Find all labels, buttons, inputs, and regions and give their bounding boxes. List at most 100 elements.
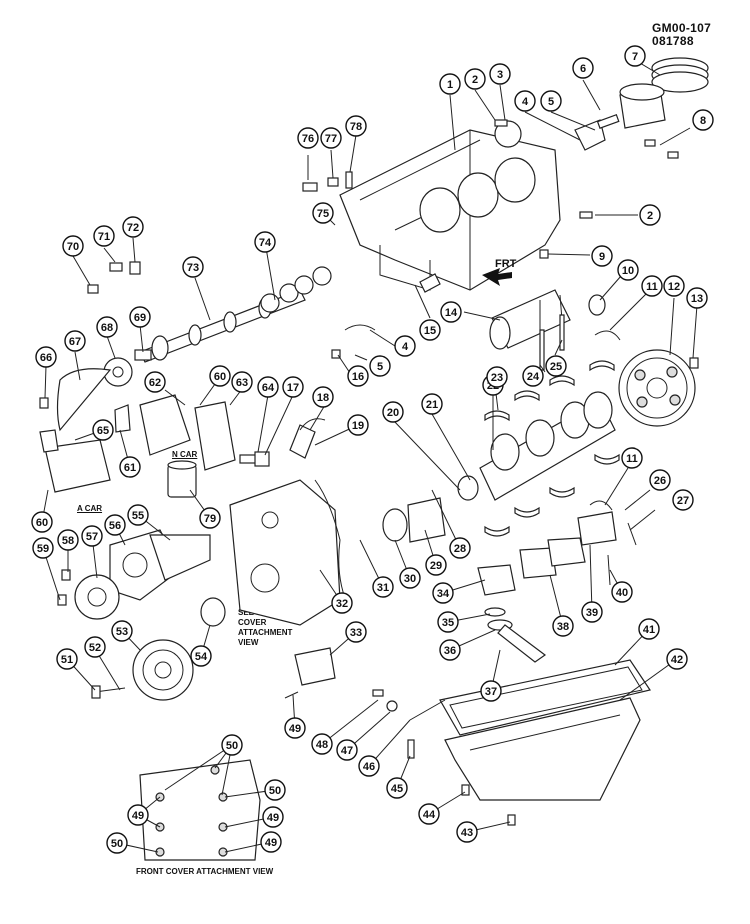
callout-79: 79 [199, 507, 221, 529]
camshaft [139, 289, 306, 363]
callout-circle [624, 45, 646, 67]
oil-pump-housing [39, 394, 236, 493]
callout-circle [282, 376, 304, 398]
main-bearing-caps [477, 511, 617, 596]
callout-72: 72 [122, 216, 144, 238]
callout-number: 2 [647, 210, 653, 222]
callout-circle [372, 576, 394, 598]
callout-49: 49 [260, 831, 282, 853]
callout-number: 44 [423, 809, 436, 821]
callout-78: 78 [345, 115, 367, 137]
callout-circle [419, 319, 441, 341]
callout-5: 5 [540, 90, 562, 112]
callout-circle [399, 567, 421, 589]
diagram-code-date: 081788 [652, 34, 694, 48]
callout-56: 56 [104, 514, 126, 536]
engine-block [339, 129, 561, 291]
callout-number: 3 [497, 69, 503, 81]
callout-circle [284, 717, 306, 739]
callout-number: 46 [363, 761, 375, 773]
callout-number: 20 [387, 407, 399, 419]
callout-19: 19 [347, 414, 369, 436]
callout-circle [62, 235, 84, 257]
callout-circle [106, 832, 128, 854]
callout-number: 47 [341, 745, 353, 757]
callout-circle [182, 256, 204, 278]
callout-circle [347, 414, 369, 436]
callout-number: 50 [269, 785, 281, 797]
callout-circle [382, 401, 404, 423]
callout-75: 75 [312, 202, 334, 224]
callout-circle [260, 831, 282, 853]
callout-9: 9 [591, 245, 613, 267]
callout-balloons: 1234567829101112131415451625242223212011… [31, 45, 714, 854]
callout-55: 55 [127, 504, 149, 526]
callout-10: 10 [617, 259, 639, 281]
callout-49: 49 [127, 804, 149, 826]
callout-53: 53 [111, 620, 133, 642]
callout-number: 76 [302, 133, 314, 145]
fasteners [39, 119, 699, 826]
callout-number: 65 [97, 425, 109, 437]
callout-circle [418, 803, 440, 825]
piston-assembly [494, 57, 709, 151]
callout-number: 49 [132, 810, 144, 822]
callout-60: 60 [31, 511, 53, 533]
callout-circle [297, 127, 319, 149]
front-cover-attachment-view [139, 759, 261, 861]
callout-circle [331, 592, 353, 614]
callout-circle [432, 582, 454, 604]
callout-44: 44 [418, 803, 440, 825]
callout-41: 41 [638, 618, 660, 640]
callout-number: 70 [67, 241, 79, 253]
callout-circle [358, 755, 380, 777]
callout-57: 57 [81, 525, 103, 547]
callout-50: 50 [106, 832, 128, 854]
front-seal-parts [382, 475, 479, 543]
parts-art [39, 57, 709, 861]
coolant-pipe [239, 418, 326, 467]
callout-54: 54 [190, 645, 212, 667]
callout-number: 71 [98, 231, 110, 243]
callout-circle [621, 447, 643, 469]
callout-number: 43 [461, 827, 473, 839]
callout-63: 63 [231, 371, 253, 393]
crankshaft [479, 391, 616, 501]
callout-number: 50 [226, 740, 238, 752]
callout-circle [617, 259, 639, 281]
callout-59: 59 [32, 537, 54, 559]
callout-number: 56 [109, 520, 121, 532]
oil-pickup [484, 607, 547, 663]
callout-circle [92, 419, 114, 441]
callout-13: 13 [686, 287, 708, 309]
callout-number: 32 [336, 598, 348, 610]
callout-circle [84, 636, 106, 658]
callout-number: 30 [404, 573, 416, 585]
callout-number: 5 [377, 361, 383, 373]
callout-circle [666, 648, 688, 670]
callout-circle [437, 611, 459, 633]
callout-38: 38 [552, 615, 574, 637]
callout-number: 28 [454, 543, 466, 555]
callout-number: 11 [626, 453, 638, 465]
callout-68: 68 [96, 316, 118, 338]
callout-number: 48 [316, 739, 328, 751]
callout-circle [336, 739, 358, 761]
callout-circle [692, 109, 714, 131]
callout-number: 27 [677, 495, 689, 507]
callout-31: 31 [372, 576, 394, 598]
callout-circle [425, 554, 447, 576]
front-arrow-indicator: FRT [482, 258, 517, 286]
callout-23: 23 [486, 366, 508, 388]
callout-circle [522, 365, 544, 387]
callout-number: 74 [259, 237, 272, 249]
callout-number: 25 [550, 361, 562, 373]
callout-circle [57, 529, 79, 551]
callout-circle [320, 127, 342, 149]
callout-circle [199, 507, 221, 529]
callout-circle [540, 90, 562, 112]
callout-circle [311, 733, 333, 755]
callout-number: 18 [317, 392, 329, 404]
callout-circle [394, 335, 416, 357]
callout-35: 35 [437, 611, 459, 633]
